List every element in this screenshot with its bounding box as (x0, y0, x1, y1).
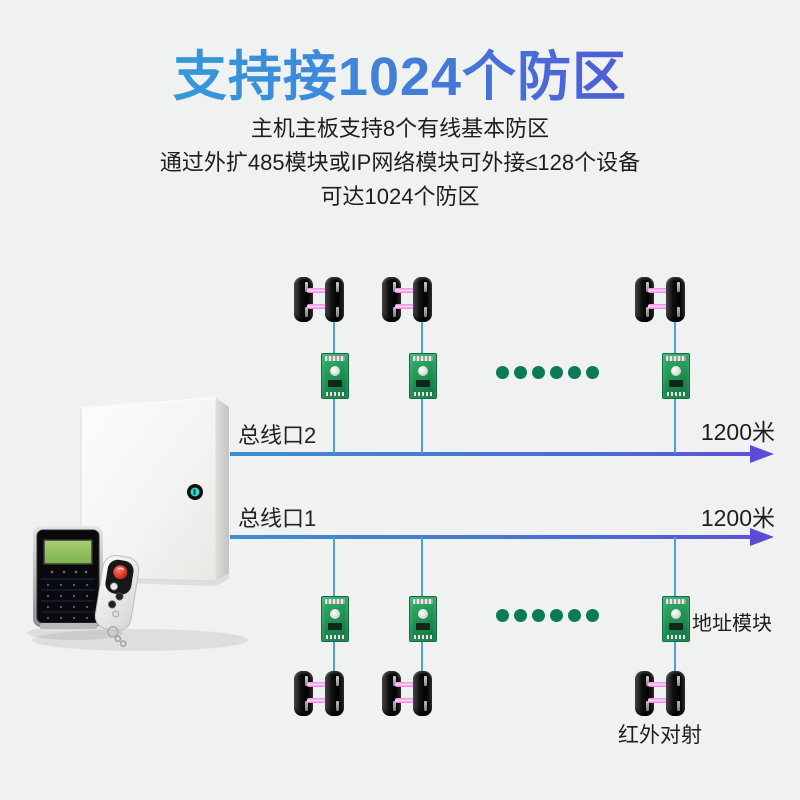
bus2-label: 总线口2 (238, 423, 317, 448)
beam-ray (395, 698, 419, 703)
alarm-keypad (33, 526, 103, 629)
ellipsis-dots (496, 609, 599, 622)
ir-beam-pair (382, 277, 432, 322)
remote-red-button (113, 565, 128, 580)
pcb-chip (328, 623, 342, 630)
address-module-pcb (662, 596, 690, 642)
beam-ray (648, 304, 672, 309)
dot-icon (586, 609, 599, 622)
pcb-connector (325, 599, 345, 604)
ir-beam-pair (294, 671, 344, 716)
dot-icon (550, 609, 563, 622)
pcb-pads (326, 392, 344, 396)
ir-sensor-icon (635, 671, 654, 716)
address-module-pcb (662, 353, 690, 399)
ir-sensor-icon (382, 277, 401, 322)
pcb-chip (669, 623, 683, 630)
beam-ray (395, 304, 419, 309)
remote-control (94, 555, 140, 647)
address-module-pcb (321, 596, 349, 642)
beam-ray (307, 698, 331, 703)
subtitle-line-2: 通过外扩485模块或IP网络模块可外接≤128个设备 (159, 150, 641, 175)
ir-sensor-icon (294, 277, 313, 322)
subtitle-line-1: 主机主板支持8个有线基本防区 (250, 116, 550, 141)
pcb-dial (671, 609, 681, 619)
dot-icon (514, 609, 527, 622)
beam-ray (307, 288, 331, 293)
ir-beam-label: 红外对射 (618, 724, 702, 747)
pcb-dial (330, 609, 340, 619)
ir-sensor-icon (382, 671, 401, 716)
dot-icon (496, 366, 509, 379)
pcb-connector (666, 356, 686, 361)
beam-ray (307, 682, 331, 687)
pcb-connector (325, 356, 345, 361)
beam-ray (648, 682, 672, 687)
pcb-pads (414, 392, 432, 396)
ir-sensor-icon (666, 277, 685, 322)
keypad-screen (43, 539, 93, 565)
beam-ray (648, 288, 672, 293)
bus-line-2 (230, 452, 752, 456)
pcb-dial (671, 366, 681, 376)
ir-beam-pair (635, 277, 685, 322)
pcb-pads (414, 635, 432, 639)
beam-ray (395, 682, 419, 687)
dot-icon (586, 366, 599, 379)
ellipsis-dots (496, 366, 599, 379)
bus-line-1 (230, 535, 752, 539)
pcb-chip (416, 623, 430, 630)
dot-icon (496, 609, 509, 622)
pcb-chip (669, 380, 683, 387)
ir-sensor-icon (666, 671, 685, 716)
pcb-dial (418, 366, 428, 376)
address-module-pcb (409, 353, 437, 399)
address-module-pcb (321, 353, 349, 399)
alarm-host-box (80, 397, 229, 586)
subtitle: 主机主板支持8个有线基本防区 通过外扩485模块或IP网络模块可外接≤128个设… (0, 112, 800, 214)
address-module-label: 地址模块 (692, 613, 772, 635)
bus1-label: 总线口1 (238, 506, 317, 531)
arrow-right-icon (750, 528, 774, 546)
ir-sensor-icon (325, 277, 344, 322)
ir-sensor-icon (635, 277, 654, 322)
pcb-pads (326, 635, 344, 639)
pcb-dial (418, 609, 428, 619)
beam-ray (395, 288, 419, 293)
pcb-pads (667, 392, 685, 396)
pcb-connector (666, 599, 686, 604)
address-module-pcb (409, 596, 437, 642)
ir-sensor-icon (413, 671, 432, 716)
pcb-connector (413, 356, 433, 361)
floor-shadow (27, 626, 123, 640)
ir-sensor-icon (325, 671, 344, 716)
dot-icon (568, 366, 581, 379)
beam-ray (307, 304, 331, 309)
dot-icon (532, 366, 545, 379)
page-title: 支持接1024个防区 (0, 32, 800, 111)
dot-icon (532, 609, 545, 622)
arrow-right-icon (750, 445, 774, 463)
pcb-chip (328, 380, 342, 387)
pcb-pads (667, 635, 685, 639)
beam-ray (648, 698, 672, 703)
pcb-dial (330, 366, 340, 376)
bus1-distance-label: 1200米 (700, 505, 775, 531)
subtitle-line-3: 可达1024个防区 (320, 184, 480, 209)
pcb-connector (413, 599, 433, 604)
dot-icon (568, 609, 581, 622)
ir-sensor-icon (413, 277, 432, 322)
floor-shadow (32, 629, 248, 651)
bus2-distance-label: 1200米 (700, 419, 775, 445)
ir-sensor-icon (294, 671, 313, 716)
ir-beam-pair (294, 277, 344, 322)
dot-icon (550, 366, 563, 379)
pcb-chip (416, 380, 430, 387)
main-panel-illustration (27, 397, 248, 651)
ir-beam-pair (635, 671, 685, 716)
ir-beam-pair (382, 671, 432, 716)
dot-icon (514, 366, 527, 379)
